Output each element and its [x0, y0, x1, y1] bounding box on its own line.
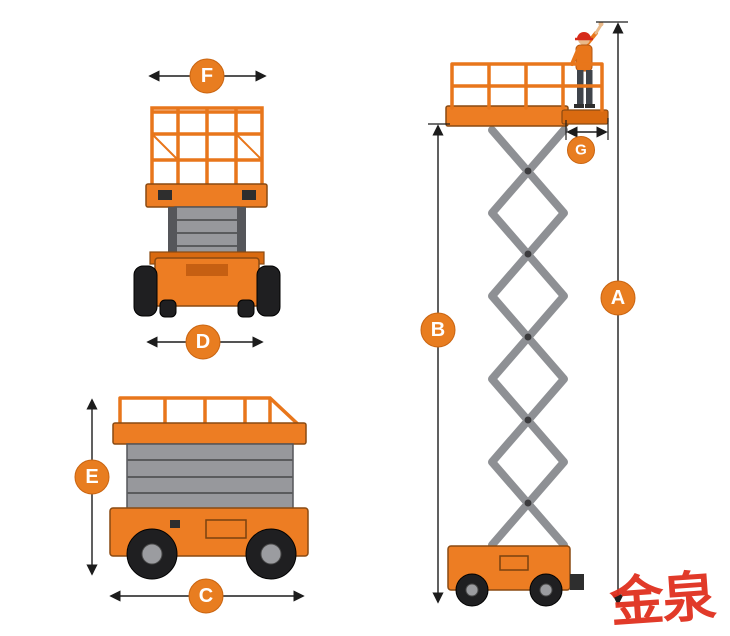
worker-leg-left	[577, 70, 584, 106]
extended-wheel-left-hub	[465, 583, 479, 597]
front-scissor-rail-left	[168, 207, 177, 257]
dim-d-circle	[185, 324, 221, 360]
worker-foot-left	[574, 104, 584, 108]
dim-c-circle	[188, 578, 224, 614]
dim-e-label: E	[85, 466, 98, 488]
pothole-guard	[570, 574, 584, 590]
side-wheel-right-hub	[260, 543, 282, 565]
front-wheel-left	[133, 265, 158, 317]
extended-platform-deck	[445, 105, 569, 127]
dim-e-circle	[74, 459, 110, 495]
side-platform-deck	[112, 422, 307, 445]
side-view-lowered: E C	[74, 396, 309, 614]
worker-lower-arm	[570, 48, 580, 66]
front-chassis-detail	[186, 264, 228, 276]
dim-f-label: F	[201, 65, 213, 87]
worker-foot-right	[585, 104, 595, 108]
dim-b: B	[420, 123, 456, 604]
dim-b-circle	[420, 312, 456, 348]
worker-leg-right	[586, 70, 593, 106]
scissor-pivots	[524, 167, 532, 507]
extended-guardrails	[450, 62, 604, 112]
side-guardrails-folded	[118, 396, 304, 430]
dim-g-label: G	[575, 142, 587, 159]
dim-d-label: D	[196, 331, 210, 353]
dim-b-label: B	[431, 319, 445, 341]
extended-chassis-box	[499, 555, 529, 571]
side-chassis-latch	[170, 520, 180, 528]
watermark: 金泉	[607, 563, 718, 634]
front-wheel-inner-left	[159, 299, 177, 318]
front-deck-hinge-left	[158, 190, 172, 200]
dim-g-circle	[567, 136, 595, 164]
front-guardrails	[150, 106, 264, 188]
dim-c-label: C	[199, 585, 213, 607]
front-rail-braces	[151, 133, 263, 161]
dim-g: G	[565, 118, 609, 164]
dim-a-label: A	[611, 287, 625, 309]
dim-c: C	[109, 578, 305, 614]
front-view: F D	[133, 58, 281, 360]
side-view-extended: G B A	[420, 21, 636, 607]
extended-wheel-right-hub	[539, 583, 553, 597]
front-deck-hinge-right	[242, 190, 256, 200]
dim-a-circle	[600, 280, 636, 316]
worker-hardhat	[577, 32, 591, 39]
dim-a: A	[596, 21, 636, 606]
dim-f: F	[148, 58, 267, 94]
dim-f-circle	[189, 58, 225, 94]
dim-e: E	[74, 398, 110, 576]
front-scissor-rail-right	[237, 207, 246, 257]
dim-d: D	[146, 324, 264, 360]
front-scissor-bars	[175, 219, 239, 247]
worker-forearm	[594, 23, 603, 35]
extension-deck	[561, 109, 609, 125]
side-wheel-left-hub	[141, 543, 163, 565]
side-scissor-bars	[127, 459, 293, 494]
front-wheel-right	[256, 265, 281, 317]
side-chassis-box	[205, 519, 247, 539]
front-wheel-inner-right	[237, 299, 255, 318]
